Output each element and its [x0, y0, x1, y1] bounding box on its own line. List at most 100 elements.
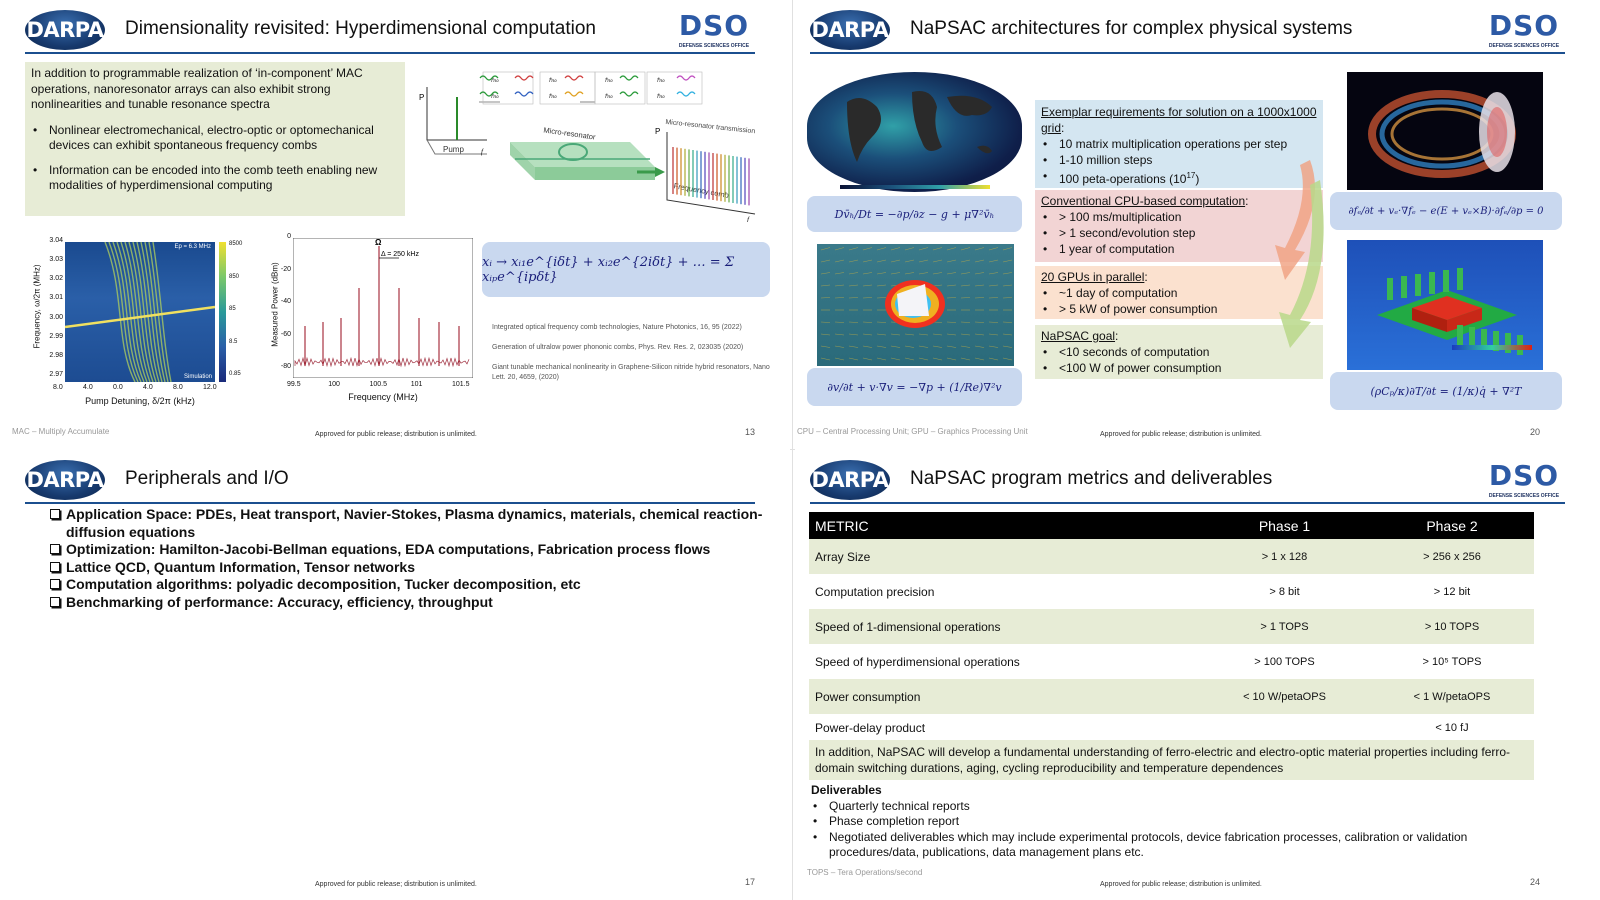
flow-vector	[1002, 247, 1013, 251]
gpu-item: ~1 day of computation	[1041, 285, 1317, 301]
flow-vector	[946, 357, 957, 361]
tick-label: 4.0	[83, 384, 93, 391]
flow-vector	[820, 247, 831, 251]
flow-vector	[918, 259, 929, 263]
tick-label: 99.5	[287, 381, 301, 388]
spectrum-canvas: ΩΔ = 250 kHz	[293, 238, 473, 378]
tick-label: 8.0	[173, 384, 183, 391]
flow-vector	[988, 297, 999, 299]
column-header: Phase 1	[1199, 512, 1364, 539]
deliverable-item: Quarterly technical reports	[811, 799, 1536, 815]
table-cell: > 100 TOPS	[1254, 655, 1315, 668]
reference: Generation of ultralow power phononic co…	[492, 344, 744, 351]
table-cell: Speed of hyperdimensional operations	[815, 654, 1020, 669]
slide-13: DARPA Dimensionality revisited: Hyperdim…	[0, 0, 790, 450]
flow-vector	[834, 247, 845, 251]
flow-vector	[862, 259, 873, 263]
darpa-logo: DARPA	[810, 460, 890, 500]
flow-vector	[862, 321, 873, 323]
footnote: TOPS – Tera Operations/second	[807, 868, 923, 877]
flow-vector	[848, 321, 859, 323]
comb-line	[112, 242, 142, 382]
table-row: Array Size> 1 x 128> 256 x 256	[809, 539, 1534, 574]
flow-vector	[918, 247, 929, 251]
comb-line	[116, 242, 145, 382]
goal-box: NaPSAC goal: <10 seconds of computation …	[1035, 325, 1323, 379]
page-number: 24	[1529, 877, 1540, 887]
checkbox-icon	[50, 544, 60, 554]
tick-label: 8.5	[229, 338, 238, 345]
flow-vector	[946, 345, 957, 348]
svg-text:ℏω: ℏω	[605, 93, 613, 100]
intro-bullets: Nonlinear electromechanical, electro-opt…	[31, 123, 399, 194]
release-notice: Approved for public release; distributio…	[1100, 431, 1262, 438]
flow-vector	[960, 357, 971, 361]
chip-pin	[1505, 333, 1511, 353]
slide-header: DARPA Peripherals and I/O	[25, 458, 755, 504]
tick-label: 101.5	[452, 381, 470, 388]
slide-header: DARPA Dimensionality revisited: Hyperdim…	[25, 8, 755, 54]
deliverable-item: Negotiated deliverables which may includ…	[811, 830, 1536, 861]
flow-vector	[890, 345, 901, 348]
table-cell: > 1 TOPS	[1199, 609, 1364, 644]
flow-vector	[834, 321, 845, 323]
flow-vector	[946, 333, 957, 336]
flow-vector	[862, 345, 873, 348]
flow-vector	[862, 297, 873, 299]
flow-vector	[974, 284, 985, 287]
frequency-comb-schematic: P Pump f Micro-resonator ℏω ℏω ℏω ℏω ℏω …	[419, 71, 756, 222]
flow-vector	[876, 345, 887, 348]
flow-vector	[960, 284, 971, 287]
release-notice: Approved for public release; distributio…	[315, 881, 477, 888]
svg-text:P: P	[655, 127, 660, 136]
svg-text:Micro-resonator transmission: Micro-resonator transmission	[665, 119, 756, 135]
page-number: 17	[744, 877, 755, 887]
flow-vector	[834, 259, 845, 263]
flow-vector	[1002, 284, 1013, 287]
svg-text:f: f	[481, 148, 484, 156]
gpu-list: ~1 day of computation > 5 kW of power co…	[1041, 285, 1317, 317]
flow-vector	[820, 297, 831, 299]
checkbox-item: Computation algorithms: polyadic decompo…	[50, 576, 770, 594]
flow-arrows	[1275, 160, 1324, 348]
tick-label: 8.0	[53, 384, 63, 391]
flow-vector	[988, 259, 999, 263]
flow-vector	[974, 321, 985, 323]
flow-vector	[1002, 357, 1013, 361]
intro-text: In addition to programmable realization …	[31, 66, 363, 111]
chip-pin	[1481, 329, 1487, 349]
tick-label: 100.5	[369, 381, 388, 388]
flow-vector	[820, 284, 831, 287]
flow-vector	[876, 284, 887, 287]
comb-equation: xᵢ → xᵢ₁e^{iδt} + xᵢ₂e^{2iδt} + … = Σ xᵢ…	[482, 242, 770, 297]
addition-box: In addition, NaPSAC will develop a funda…	[809, 740, 1534, 780]
table-row: Power consumption< 10 W/petaOPS< 1 W/pet…	[809, 679, 1534, 714]
plasma-torus-image	[1347, 72, 1543, 190]
flow-vector	[974, 272, 985, 275]
tick-label: 4.0	[143, 384, 153, 391]
svg-text:ℏω: ℏω	[605, 77, 613, 84]
reference: Integrated optical frequency comb techno…	[492, 324, 742, 331]
deliverables: Deliverables Quarterly technical reports…	[811, 783, 1536, 861]
tick-label: 2.98	[49, 351, 63, 359]
flow-vector	[932, 357, 943, 361]
delta-label: Δ = 250 kHz	[381, 251, 419, 258]
gpu-box: 20 GPUs in parallel: ~1 day of computati…	[1035, 266, 1323, 319]
table-cell: > 10 TOPS	[1364, 609, 1534, 644]
flow-vector	[848, 272, 859, 275]
peripherals-list: Application Space: PDEs, Heat transport,…	[50, 506, 770, 611]
column-header: METRIC	[809, 512, 1199, 539]
table-row: Power-delay product< 10 fJ	[809, 714, 1534, 742]
tick-label: 85	[229, 306, 236, 312]
bullet: Information can be encoded into the comb…	[31, 163, 399, 194]
goal-item: <100 W of power consumption	[1041, 360, 1317, 376]
flow-vector	[834, 272, 845, 275]
slide-title: NaPSAC program metrics and deliverables	[910, 468, 1273, 489]
footnote: CPU – Central Processing Unit; GPU – Gra…	[797, 427, 1028, 436]
gpu-heading: 20 GPUs in parallel:	[1041, 270, 1148, 284]
flow-vector	[848, 259, 859, 263]
table-cell: Array Size	[809, 539, 1199, 574]
